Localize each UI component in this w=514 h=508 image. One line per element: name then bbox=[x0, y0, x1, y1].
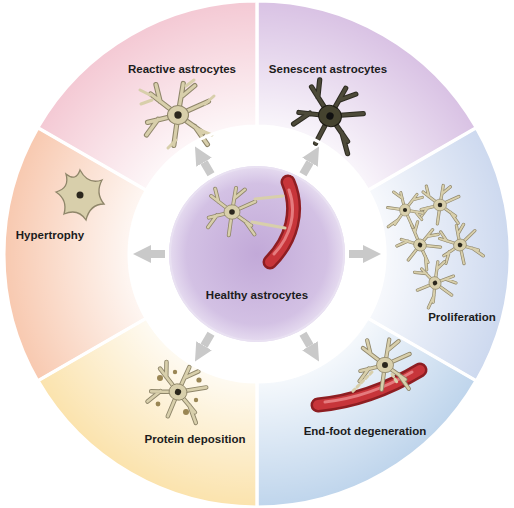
senescent-astrocyte bbox=[290, 76, 369, 155]
outcome-sector: End-foot degeneration bbox=[257, 318, 476, 507]
node-outline bbox=[38, 1, 257, 190]
node-label: Healthy astrocytes bbox=[206, 289, 308, 303]
broken-end-foot bbox=[352, 372, 398, 392]
node-outline bbox=[368, 128, 510, 381]
outcome-sector: Reactive astrocytes bbox=[38, 1, 257, 190]
transition-arrow bbox=[151, 250, 165, 258]
healthy-astrocyte bbox=[208, 188, 255, 235]
node-outline bbox=[257, 1, 476, 190]
outcome-sector: Protein deposition bbox=[38, 318, 257, 507]
transition-arrow bbox=[204, 162, 211, 174]
node-label: End-foot degeneration bbox=[304, 425, 427, 439]
ring-shade bbox=[4, 1, 510, 507]
outcome-sector: Proliferation bbox=[368, 128, 510, 381]
node-outline bbox=[38, 318, 257, 507]
hub-circle: Healthy astrocytes bbox=[169, 166, 345, 342]
node-label: Hypertrophy bbox=[16, 229, 84, 243]
node-label: Reactive astrocytes bbox=[128, 63, 236, 77]
node-label: Protein deposition bbox=[145, 433, 246, 447]
end-foot bbox=[252, 196, 285, 228]
proliferating-astrocytes bbox=[388, 186, 485, 309]
node-outline bbox=[4, 128, 146, 381]
node-outline bbox=[257, 318, 476, 507]
blood-vessel bbox=[318, 370, 420, 405]
transition-arrow bbox=[303, 334, 310, 346]
node-label: Senescent astrocytes bbox=[269, 63, 387, 77]
node-label: Proliferation bbox=[428, 311, 496, 325]
outcome-sector: Senescent astrocytes bbox=[257, 1, 476, 190]
hub-fill bbox=[169, 166, 345, 342]
degenerating-astrocyte bbox=[360, 340, 410, 390]
transition-arrow bbox=[349, 250, 363, 258]
transition-arrow bbox=[303, 162, 310, 174]
node-outline bbox=[169, 166, 345, 342]
blood-vessel bbox=[270, 182, 294, 262]
outcome-sector: Hypertrophy bbox=[4, 128, 146, 381]
hypertrophic-astrocyte bbox=[56, 170, 104, 220]
transition-arrow bbox=[204, 334, 211, 346]
